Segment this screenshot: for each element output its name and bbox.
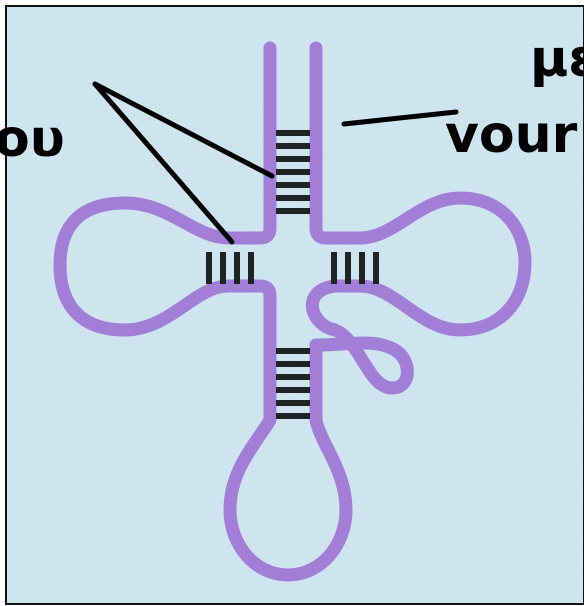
acceptor-stem-pair xyxy=(276,130,310,136)
acceptor-stem-pair xyxy=(276,182,310,188)
left-arm-stem-pair xyxy=(220,252,226,284)
anticodon-stem-pair xyxy=(276,400,310,406)
anticodon-stem-pair xyxy=(276,361,310,367)
acceptor-stem-pair xyxy=(276,143,310,149)
right-arm-stem-pair xyxy=(345,252,351,284)
label-left: ου xyxy=(0,109,65,169)
label-top-right-1: με xyxy=(530,29,584,89)
acceptor-stem-pair xyxy=(276,195,310,201)
anticodon-stem-pair xyxy=(276,374,310,380)
left-arm-stem-pair xyxy=(206,252,212,284)
acceptor-stem-pair xyxy=(276,208,310,214)
acceptor-stem-pair xyxy=(276,169,310,175)
acceptor-stem-pair xyxy=(276,156,310,162)
anticodon-stem-pair xyxy=(276,348,310,354)
left-arm-stem-pair xyxy=(234,252,240,284)
anticodon-stem-pair xyxy=(276,387,310,393)
right-arm-stem-pair xyxy=(373,252,379,284)
background-panel xyxy=(6,6,584,604)
right-arm-stem-pair xyxy=(331,252,337,284)
left-arm-stem-pair xyxy=(248,252,254,284)
label-top-right-2: vour xyxy=(445,105,578,165)
anticodon-stem-pair xyxy=(276,413,310,419)
right-arm-stem-pair xyxy=(359,252,365,284)
